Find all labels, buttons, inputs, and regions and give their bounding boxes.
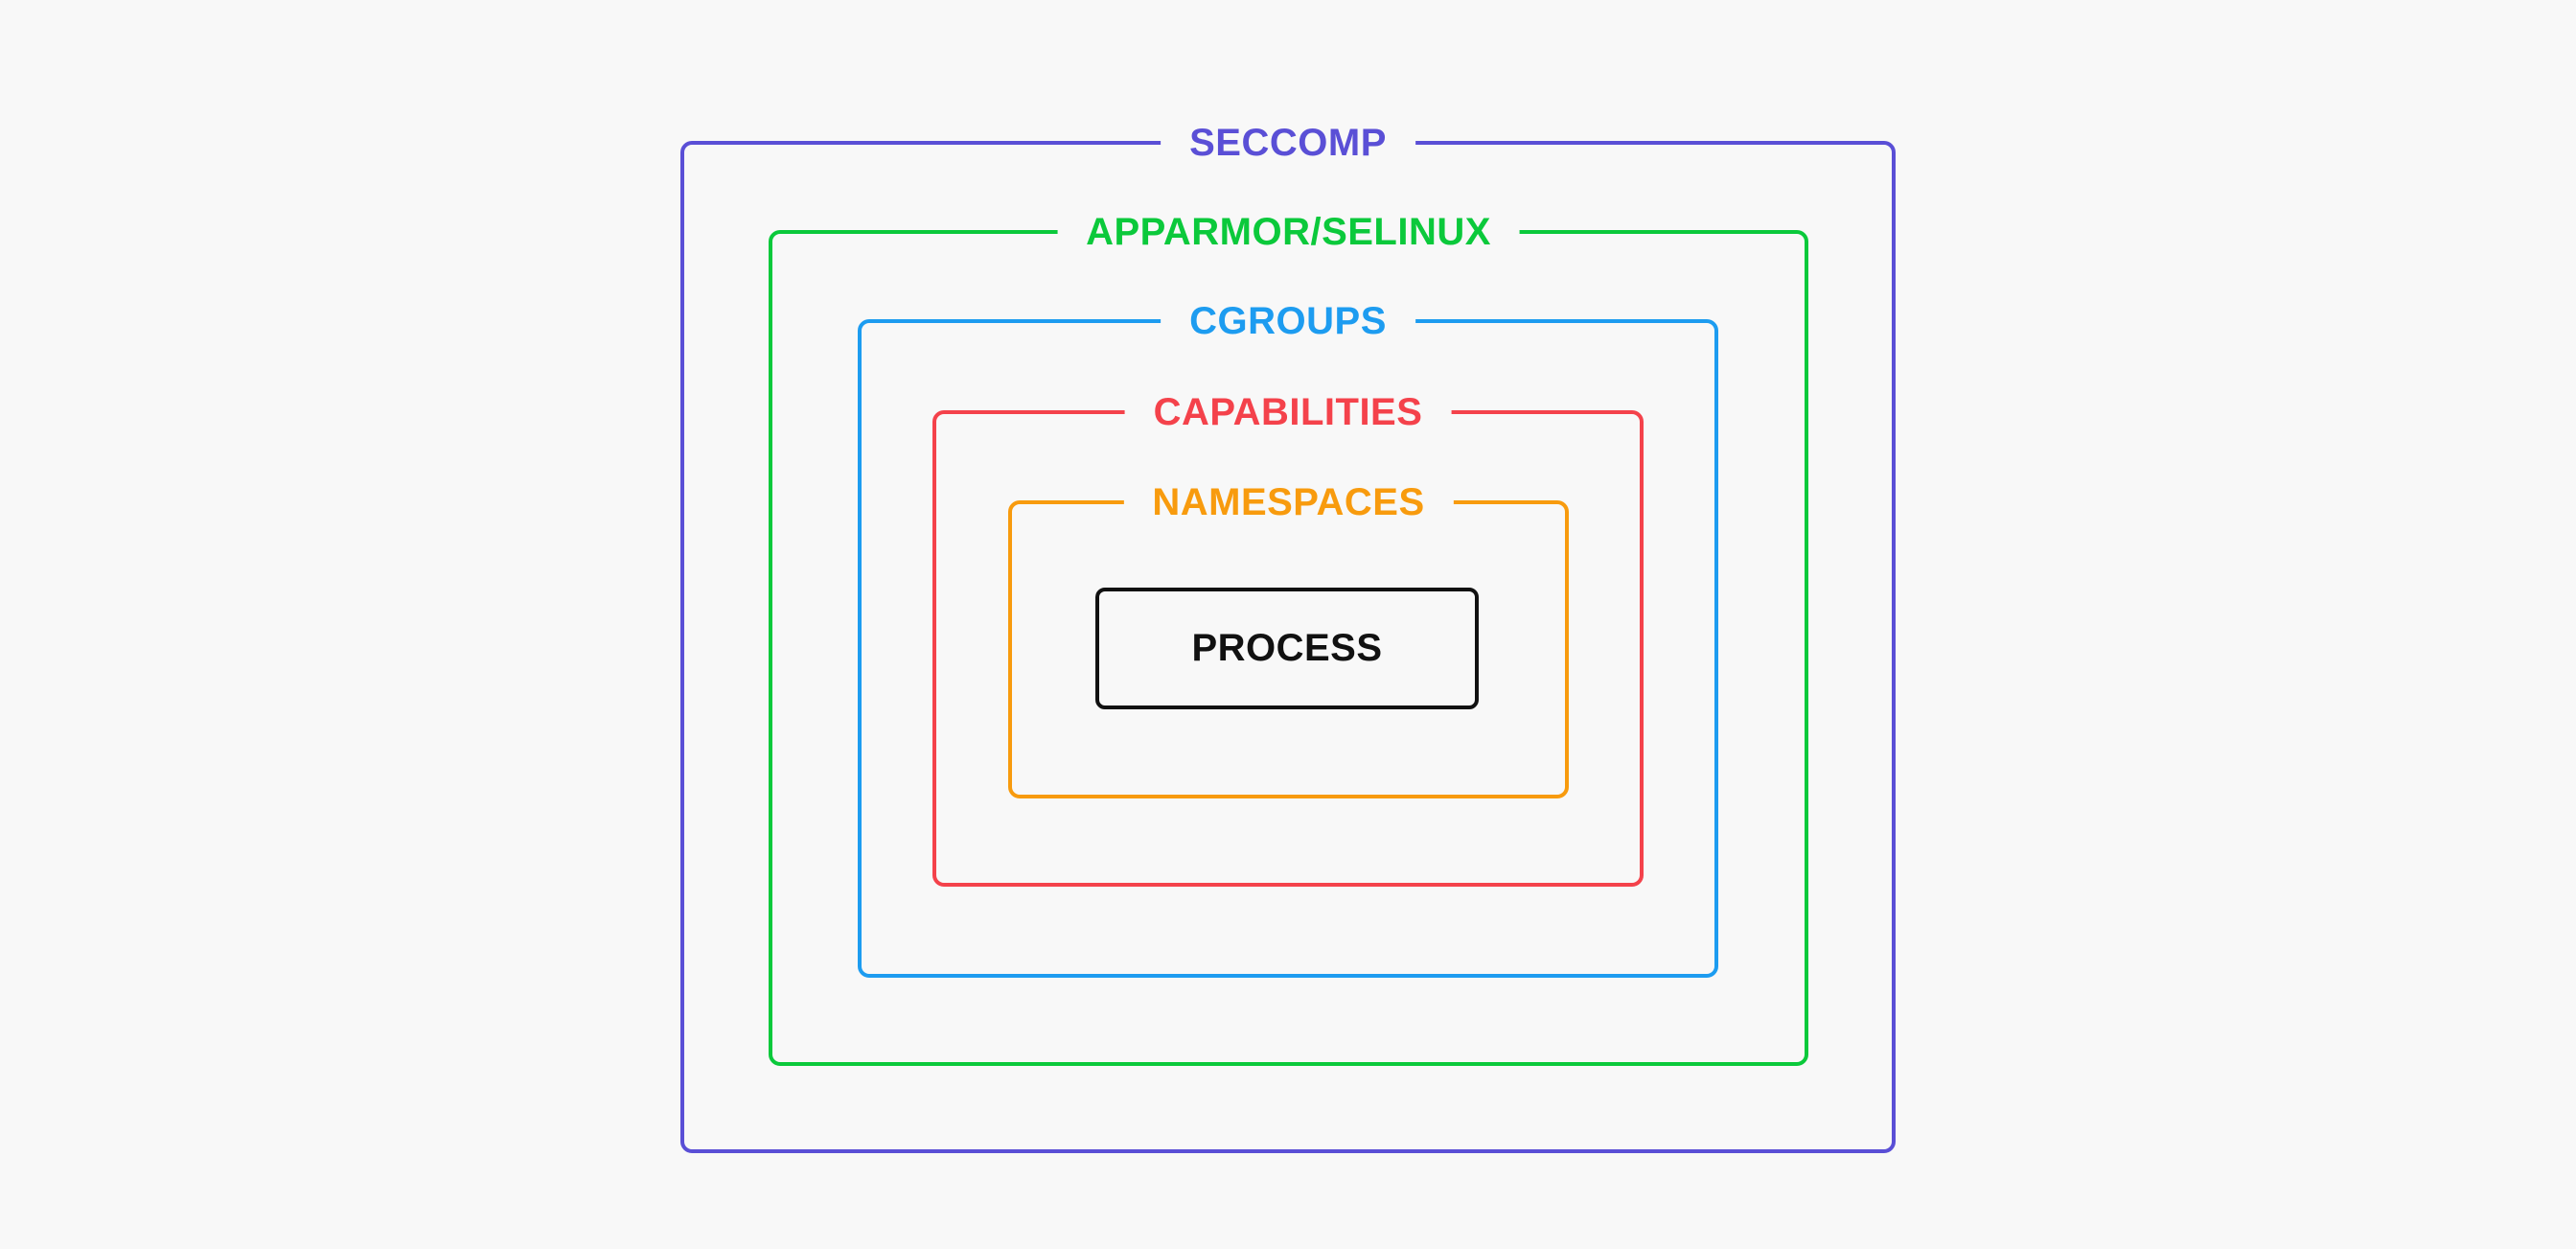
apparmor-selinux-layer-label: APPARMOR/SELINUX	[1057, 209, 1520, 255]
cgroups-layer-label: CGROUPS	[1161, 298, 1415, 344]
process-label: PROCESS	[1191, 627, 1383, 669]
seccomp-layer-label: SECCOMP	[1161, 120, 1415, 166]
cgroups-layer-box: CGROUPS	[858, 298, 1718, 978]
namespaces-layer-box: NAMESPACES	[1008, 479, 1569, 798]
capabilities-layer-label: CAPABILITIES	[1124, 389, 1452, 435]
namespaces-layer-label: NAMESPACES	[1123, 479, 1454, 525]
seccomp-layer-box: SECCOMP	[680, 120, 1896, 1153]
process-box: PROCESS	[1095, 588, 1479, 709]
apparmor-selinux-layer-box: APPARMOR/SELINUX	[769, 209, 1808, 1066]
capabilities-layer-box: CAPABILITIES	[932, 389, 1644, 887]
